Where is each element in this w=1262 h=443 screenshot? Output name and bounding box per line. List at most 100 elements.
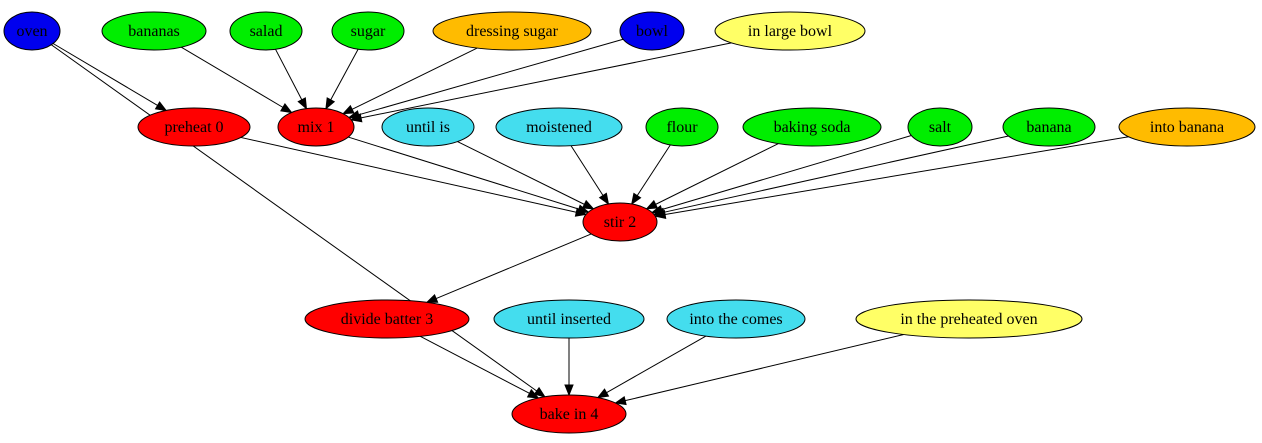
node-bake-in-4: bake in 4 [511, 394, 627, 434]
node-bananas: bananas [101, 11, 207, 51]
arrowhead-icon [425, 293, 439, 303]
node-ellipse [101, 11, 207, 51]
arrowhead-icon [325, 97, 336, 110]
node-ellipse [304, 299, 470, 339]
node-ellipse [137, 107, 251, 147]
node-label: flour [666, 119, 698, 136]
arrowhead-icon [154, 101, 168, 112]
node-ellipse [495, 107, 623, 147]
edge-bananas-to-mix_1 [181, 46, 293, 114]
node-flour: flour [645, 107, 719, 147]
node-label: banana [1026, 119, 1071, 136]
edge-line [348, 136, 579, 210]
arrowhead-icon [581, 199, 595, 210]
edge-line [240, 136, 577, 213]
node-ellipse [331, 11, 405, 51]
node-label: in large bowl [748, 23, 833, 40]
node-label: baking soda [774, 119, 851, 136]
edge-until_inserted-to-bake_in_4 [564, 338, 574, 397]
node-label: into banana [1150, 119, 1224, 136]
node-ellipse [714, 11, 866, 51]
node-ellipse [3, 11, 61, 51]
edge-moistened-to-stir_2 [570, 145, 610, 206]
edge-oven-to-bake_in_4 [51, 44, 546, 398]
node-label: salt [929, 119, 952, 136]
edge-line [275, 49, 303, 100]
edge-line [351, 47, 478, 110]
edge-line [181, 46, 284, 108]
node-ellipse [666, 299, 806, 339]
node-label: divide batter 3 [341, 311, 433, 328]
edge-line [636, 144, 671, 196]
node-dressing-sugar: dressing sugar [432, 11, 592, 51]
arrowhead-icon [533, 386, 546, 398]
node-label: bananas [128, 23, 180, 40]
arrowhead-icon [564, 384, 574, 397]
edge-in_large_bowl-to-mix_1 [349, 42, 732, 123]
edge-in_the_preheated_oven-to-bake_in_4 [614, 334, 904, 406]
arrowhead-icon [653, 209, 667, 220]
edge-salt-to-stir_2 [650, 135, 912, 215]
edge-line [570, 145, 604, 196]
arrowhead-icon [645, 199, 659, 210]
node-sugar: sugar [331, 11, 405, 51]
arrowhead-icon [598, 192, 610, 206]
node-ellipse [432, 11, 592, 51]
edge-bowl-to-mix_1 [347, 38, 624, 120]
node-baking-soda: baking soda [742, 107, 882, 147]
edge-line [358, 38, 624, 116]
node-ellipse [493, 299, 645, 339]
edge-line [51, 44, 538, 392]
node-ellipse [645, 107, 719, 147]
edge-line [420, 335, 530, 394]
node-ellipse [381, 107, 475, 147]
node-oven: oven [3, 11, 61, 51]
node-salt: salt [907, 107, 973, 147]
edge-oven-to-preheat_0 [52, 43, 168, 112]
node-label: stir 2 [604, 214, 636, 231]
arrowhead-icon [631, 192, 642, 206]
edge-line [360, 42, 732, 119]
edge-into_the_comes-to-bake_in_4 [596, 335, 707, 399]
arrowhead-icon [349, 113, 363, 123]
edge-line [606, 335, 707, 394]
node-label: salad [250, 23, 283, 40]
node-ellipse [1118, 107, 1256, 147]
node-label: bake in 4 [540, 406, 599, 423]
node-salad: salad [229, 11, 303, 51]
node-into-banana: into banana [1118, 107, 1256, 147]
edge-line [435, 233, 592, 300]
edges-layer [51, 38, 1129, 406]
edge-banana-to-stir_2 [652, 135, 1009, 217]
node-label: oven [16, 23, 47, 40]
node-label: sugar [351, 23, 386, 40]
node-ellipse [1002, 107, 1096, 147]
node-bowl: bowl [619, 11, 685, 51]
edge-line [655, 143, 779, 205]
node-ellipse [511, 394, 627, 434]
node-ellipse [277, 107, 355, 147]
node-ellipse [855, 299, 1083, 339]
node-label: until is [406, 119, 450, 136]
edge-preheat_0-to-stir_2 [240, 136, 588, 217]
node-label: in the preheated oven [900, 311, 1037, 328]
node-label: bowl [636, 23, 669, 40]
edge-line [661, 135, 912, 211]
node-ellipse [582, 202, 658, 242]
edge-salad-to-mix_1 [275, 49, 308, 110]
node-label: until inserted [527, 311, 611, 328]
node-into-the-comes: into the comes [666, 299, 806, 339]
edge-baking_soda-to-stir_2 [645, 143, 779, 210]
edge-divide_batter_3-to-bake_in_4 [420, 335, 540, 399]
edge-flour-to-stir_2 [631, 144, 671, 206]
edge-line [457, 141, 585, 205]
edge-mix_1-to-stir_2 [348, 136, 590, 214]
node-in-the-preheated-oven: in the preheated oven [855, 299, 1083, 339]
edge-line [52, 43, 158, 106]
node-label: dressing sugar [466, 23, 559, 40]
arrowhead-icon [280, 103, 293, 114]
edge-sugar-to-mix_1 [325, 49, 359, 110]
node-preheat-0: preheat 0 [137, 107, 251, 147]
arrowhead-icon [576, 204, 590, 214]
